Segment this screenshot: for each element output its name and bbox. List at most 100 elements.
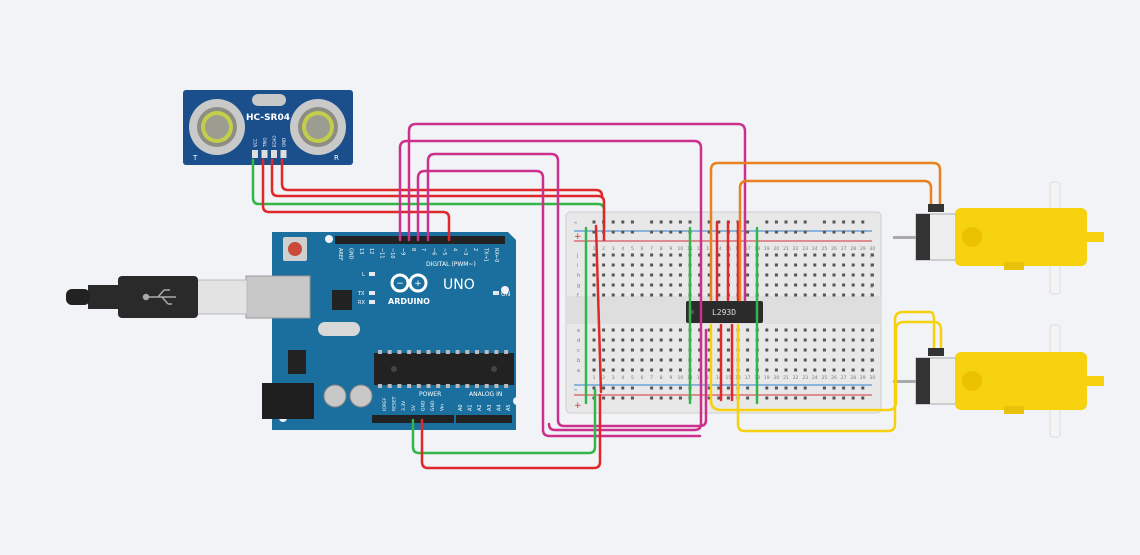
breadboard-hole[interactable]: [669, 283, 673, 287]
breadboard-hole[interactable]: [592, 368, 596, 372]
breadboard-hole[interactable]: [717, 338, 721, 342]
breadboard-hole[interactable]: [813, 328, 817, 332]
breadboard-hole[interactable]: [774, 328, 778, 332]
breadboard-hole[interactable]: [611, 263, 615, 267]
rail-hole[interactable]: [621, 230, 625, 234]
wires[interactable]: [251, 122, 944, 470]
breadboard-hole[interactable]: [640, 348, 644, 352]
reset-button-cap[interactable]: [288, 242, 302, 256]
breadboard-hole[interactable]: [659, 293, 663, 297]
breadboard-hole[interactable]: [813, 293, 817, 297]
breadboard-hole[interactable]: [803, 273, 807, 277]
breadboard-hole[interactable]: [851, 348, 855, 352]
breadboard-hole[interactable]: [784, 253, 788, 257]
breadboard-hole[interactable]: [707, 358, 711, 362]
breadboard-hole[interactable]: [842, 253, 846, 257]
breadboard-hole[interactable]: [803, 263, 807, 267]
breadboard-hole[interactable]: [621, 358, 625, 362]
breadboard-hole[interactable]: [611, 368, 615, 372]
breadboard-hole[interactable]: [842, 368, 846, 372]
rail-hole[interactable]: [822, 396, 826, 400]
rail-hole[interactable]: [803, 230, 807, 234]
rail-hole[interactable]: [621, 386, 625, 390]
rail-hole[interactable]: [832, 220, 836, 224]
rail-hole[interactable]: [861, 386, 865, 390]
breadboard-hole[interactable]: [602, 273, 606, 277]
breadboard-hole[interactable]: [602, 348, 606, 352]
breadboard-hole[interactable]: [803, 283, 807, 287]
breadboard-hole[interactable]: [698, 283, 702, 287]
breadboard-hole[interactable]: [832, 368, 836, 372]
rail-hole[interactable]: [832, 386, 836, 390]
breadboard-hole[interactable]: [602, 338, 606, 342]
analog-header[interactable]: [456, 415, 512, 423]
breadboard-hole[interactable]: [851, 273, 855, 277]
breadboard-hole[interactable]: [678, 328, 682, 332]
breadboard-hole[interactable]: [851, 328, 855, 332]
breadboard-hole[interactable]: [621, 368, 625, 372]
rail-hole[interactable]: [650, 396, 654, 400]
breadboard-hole[interactable]: [640, 273, 644, 277]
breadboard-hole[interactable]: [698, 338, 702, 342]
breadboard-hole[interactable]: [774, 253, 778, 257]
breadboard-hole[interactable]: [784, 283, 788, 287]
rail-hole[interactable]: [650, 230, 654, 234]
breadboard-hole[interactable]: [746, 358, 750, 362]
breadboard-hole[interactable]: [765, 263, 769, 267]
rail-hole[interactable]: [669, 386, 673, 390]
rail-hole[interactable]: [726, 396, 730, 400]
rail-hole[interactable]: [794, 220, 798, 224]
breadboard-hole[interactable]: [794, 368, 798, 372]
breadboard-hole[interactable]: [592, 273, 596, 277]
breadboard-hole[interactable]: [659, 263, 663, 267]
rail-hole[interactable]: [842, 230, 846, 234]
breadboard-hole[interactable]: [870, 273, 874, 277]
rail-hole[interactable]: [822, 230, 826, 234]
breadboard-hole[interactable]: [659, 283, 663, 287]
breadboard-hole[interactable]: [774, 293, 778, 297]
breadboard-hole[interactable]: [832, 338, 836, 342]
breadboard-hole[interactable]: [611, 253, 615, 257]
breadboard-hole[interactable]: [698, 368, 702, 372]
breadboard-hole[interactable]: [659, 328, 663, 332]
breadboard-hole[interactable]: [621, 273, 625, 277]
arduino-uno[interactable]: − + ARDUINO UNO DIGITAL (PWM~) POWER ANA…: [245, 232, 521, 430]
breadboard-hole[interactable]: [602, 293, 606, 297]
breadboard-hole[interactable]: [803, 293, 807, 297]
breadboard-hole[interactable]: [707, 293, 711, 297]
breadboard-hole[interactable]: [832, 273, 836, 277]
breadboard-hole[interactable]: [822, 263, 826, 267]
breadboard-hole[interactable]: [794, 338, 798, 342]
breadboard-hole[interactable]: [803, 368, 807, 372]
breadboard-hole[interactable]: [650, 263, 654, 267]
rail-hole[interactable]: [592, 230, 596, 234]
breadboard-hole[interactable]: [630, 348, 634, 352]
breadboard-hole[interactable]: [794, 358, 798, 362]
rail-hole[interactable]: [669, 230, 673, 234]
rail-hole[interactable]: [650, 220, 654, 224]
breadboard-hole[interactable]: [717, 273, 721, 277]
breadboard-hole[interactable]: [611, 338, 615, 342]
breadboard-hole[interactable]: [611, 283, 615, 287]
usb-jack[interactable]: [245, 275, 311, 319]
breadboard-hole[interactable]: [803, 328, 807, 332]
rail-hole[interactable]: [851, 386, 855, 390]
breadboard-hole[interactable]: [621, 293, 625, 297]
breadboard-hole[interactable]: [726, 368, 730, 372]
breadboard-hole[interactable]: [822, 358, 826, 362]
breadboard-hole[interactable]: [851, 368, 855, 372]
breadboard-hole[interactable]: [592, 253, 596, 257]
breadboard-hole[interactable]: [592, 283, 596, 287]
rail-hole[interactable]: [707, 396, 711, 400]
breadboard-hole[interactable]: [813, 283, 817, 287]
breadboard-hole[interactable]: [765, 283, 769, 287]
rail-hole[interactable]: [803, 396, 807, 400]
rail-hole[interactable]: [602, 396, 606, 400]
breadboard-hole[interactable]: [592, 338, 596, 342]
breadboard-hole[interactable]: [650, 293, 654, 297]
breadboard-hole[interactable]: [832, 293, 836, 297]
rail-hole[interactable]: [726, 386, 730, 390]
breadboard-hole[interactable]: [707, 273, 711, 277]
breadboard-hole[interactable]: [746, 283, 750, 287]
breadboard-hole[interactable]: [640, 263, 644, 267]
